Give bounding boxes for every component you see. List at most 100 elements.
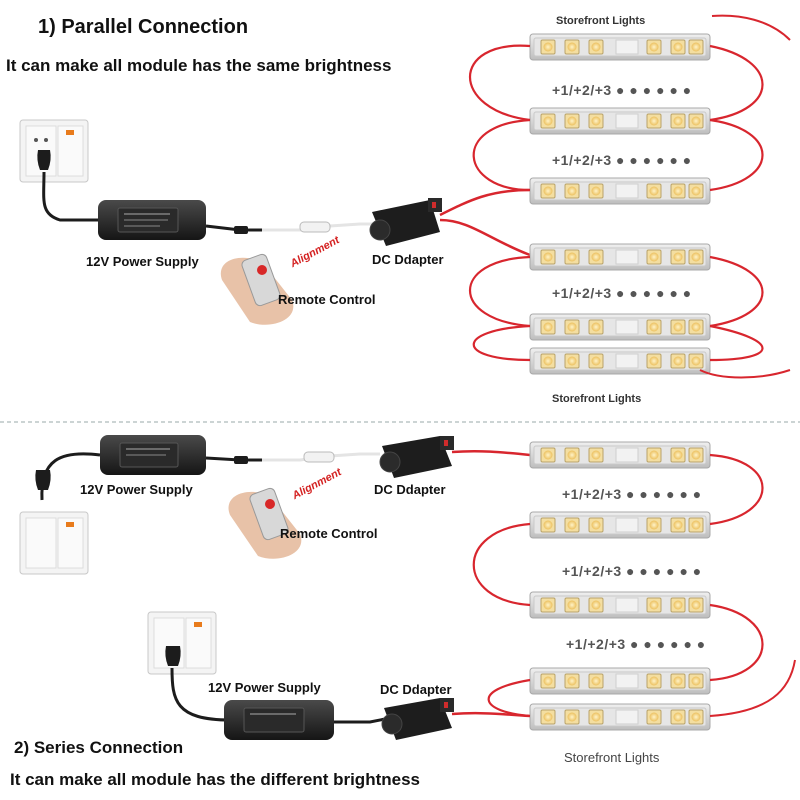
parallel-led-chip (540, 183, 556, 199)
parallel-plus-3: +1/+2/+3 ● ● ● ● ● ● (552, 285, 692, 301)
series-led-chip (646, 673, 662, 689)
power-plug-parallel (37, 150, 100, 222)
parallel-led-chip (670, 39, 686, 55)
parallel-led-module-2 (529, 107, 711, 135)
series-led-chip (540, 447, 556, 463)
remote-control-parallel (220, 253, 294, 325)
series-led-chip (670, 597, 686, 613)
series-lights-label: Storefront Lights (564, 750, 660, 765)
wall-socket-parallel (19, 119, 89, 183)
parallel-led-chip (540, 319, 556, 335)
series-title: 2) Series Connection (14, 738, 184, 757)
wall-socket-series-a (19, 511, 89, 575)
parallel-led-chip (670, 113, 686, 129)
series-led-module-4 (529, 667, 711, 695)
parallel-led-chip (646, 183, 662, 199)
series-led-chip (646, 517, 662, 533)
parallel-led-chip (540, 353, 556, 369)
series-led-module-1 (529, 441, 711, 469)
remote-control-series (228, 487, 302, 559)
series-led-chip (564, 517, 580, 533)
parallel-led-chip (564, 39, 580, 55)
parallel-led-chip (564, 113, 580, 129)
series-module-label-plate (615, 673, 639, 689)
series-plus-2: +1/+2/+3 ● ● ● ● ● ● (562, 563, 702, 579)
parallel-led-chip (588, 319, 604, 335)
series-remote-label: Remote Control (280, 526, 378, 541)
series-led-chip (588, 597, 604, 613)
parallel-power-supply-label: 12V Power Supply (86, 254, 199, 269)
series-led-module-3 (529, 591, 711, 619)
parallel-adapter-label: DC Ddapter (372, 252, 444, 267)
series-module-label-plate (615, 597, 639, 613)
series-led-chip (588, 709, 604, 725)
parallel-module-label-plate (615, 353, 639, 369)
series-led-chip (564, 447, 580, 463)
parallel-led-chip (688, 319, 704, 335)
parallel-led-chip (688, 183, 704, 199)
series-led-chip (564, 597, 580, 613)
series-module-label-plate (615, 709, 639, 725)
parallel-led-chip (588, 249, 604, 265)
parallel-lights-label-top: Storefront Lights (556, 15, 646, 27)
parallel-led-chip (688, 249, 704, 265)
parallel-led-chip (564, 319, 580, 335)
series-led-chip (646, 597, 662, 613)
parallel-led-chip (670, 249, 686, 265)
series-led-chip (540, 517, 556, 533)
series-power-supply-label-a: 12V Power Supply (80, 482, 193, 497)
parallel-lights-label-bottom: Storefront Lights (552, 393, 642, 405)
series-plus-3: +1/+2/+3 ● ● ● ● ● ● (566, 636, 706, 652)
parallel-led-chip (646, 39, 662, 55)
parallel-module-label-plate (615, 183, 639, 199)
parallel-led-chip (588, 39, 604, 55)
series-led-chip (688, 673, 704, 689)
series-led-chip (588, 517, 604, 533)
series-led-chip (670, 447, 686, 463)
parallel-module-label-plate (615, 319, 639, 335)
parallel-led-chip (688, 39, 704, 55)
series-led-chip (540, 597, 556, 613)
parallel-led-chip (688, 353, 704, 369)
power-supply-parallel (98, 200, 206, 240)
wall-socket-series-b (147, 611, 217, 675)
series-module-label-plate (615, 447, 639, 463)
series-led-chip (688, 447, 704, 463)
parallel-led-chip (670, 319, 686, 335)
parallel-led-chip (564, 183, 580, 199)
parallel-led-chip (588, 183, 604, 199)
wires-parallel (468, 14, 791, 379)
series-led-chip (670, 517, 686, 533)
series-led-chip (688, 517, 704, 533)
parallel-led-chip (688, 113, 704, 129)
parallel-led-module-3 (529, 177, 711, 205)
series-led-chip (670, 673, 686, 689)
series-power-supply-label-b: 12V Power Supply (208, 680, 321, 695)
parallel-led-chip (670, 183, 686, 199)
parallel-module-label-plate (615, 249, 639, 265)
series-led-chip (564, 673, 580, 689)
series-adapter-label-b: DC Ddapter (380, 682, 452, 697)
parallel-led-chip (670, 353, 686, 369)
series-module-label-plate (615, 517, 639, 533)
series-led-chip (688, 597, 704, 613)
parallel-title: 1) Parallel Connection (38, 16, 249, 38)
series-led-module-5 (529, 703, 711, 731)
parallel-led-chip (588, 113, 604, 129)
series-led-chip (646, 447, 662, 463)
parallel-subtitle: It can make all module has the same brig… (6, 56, 392, 75)
power-supply-series-a (100, 435, 206, 475)
parallel-led-chip (588, 353, 604, 369)
wires-series (472, 453, 796, 718)
led-modules-series (529, 441, 711, 731)
parallel-plus-2: +1/+2/+3 ● ● ● ● ● ● (552, 152, 692, 168)
series-adapter-label-a: DC Ddapter (374, 482, 446, 497)
parallel-led-chip (540, 39, 556, 55)
series-led-chip (588, 673, 604, 689)
series-plus-1: +1/+2/+3 ● ● ● ● ● ● (562, 486, 702, 502)
dc-adapter-parallel (369, 198, 442, 246)
parallel-led-module-6 (529, 347, 711, 375)
parallel-module-label-plate (615, 39, 639, 55)
series-led-chip (646, 709, 662, 725)
